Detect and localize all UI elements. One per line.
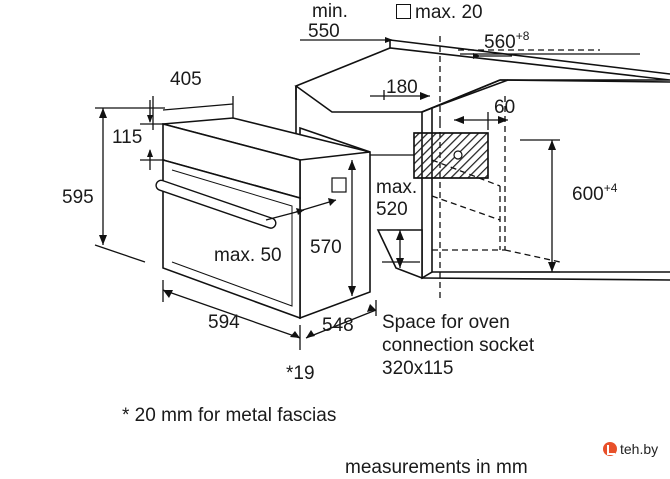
label-max: max. — [376, 177, 418, 198]
label-570: 570 — [310, 237, 342, 258]
oven-side-bracket — [331, 177, 347, 193]
label-max-20: max. 20 — [396, 3, 483, 22]
dimension-lines — [94, 37, 640, 350]
socket-icon — [453, 150, 463, 160]
socket-note-line3: 320x115 — [382, 358, 454, 379]
arrowheads — [99, 92, 556, 338]
hidden-lines — [431, 36, 600, 300]
oven-handle — [155, 179, 277, 229]
label-max-50: max. 50 — [214, 245, 282, 266]
watermark-logo-icon — [603, 442, 617, 456]
label-min: min. — [312, 1, 348, 22]
label-60: 60 — [494, 97, 516, 118]
measurements-caption: measurements in mm — [345, 457, 528, 478]
label-595: 595 — [62, 187, 94, 208]
label-560: 560+8 — [484, 29, 530, 53]
socket-note-line1: Space for oven — [382, 312, 510, 333]
label-550: 550 — [308, 21, 340, 42]
label-180: 180 — [386, 77, 418, 98]
label-19: *19 — [286, 363, 315, 384]
watermark: teh.by — [603, 441, 658, 457]
label-594: 594 — [208, 312, 240, 333]
label-405: 405 — [170, 69, 202, 90]
label-548: 548 — [322, 315, 354, 336]
label-600: 600+4 — [572, 181, 618, 205]
footnote: * 20 mm for metal fascias — [122, 405, 337, 426]
connection-socket-area — [413, 132, 489, 179]
oven — [155, 117, 371, 320]
socket-note-line2: connection socket — [382, 335, 535, 356]
label-520: 520 — [376, 199, 408, 220]
label-115: 115 — [112, 127, 143, 148]
cabinet-top-panel — [294, 47, 670, 113]
checkbox-icon — [396, 4, 411, 19]
